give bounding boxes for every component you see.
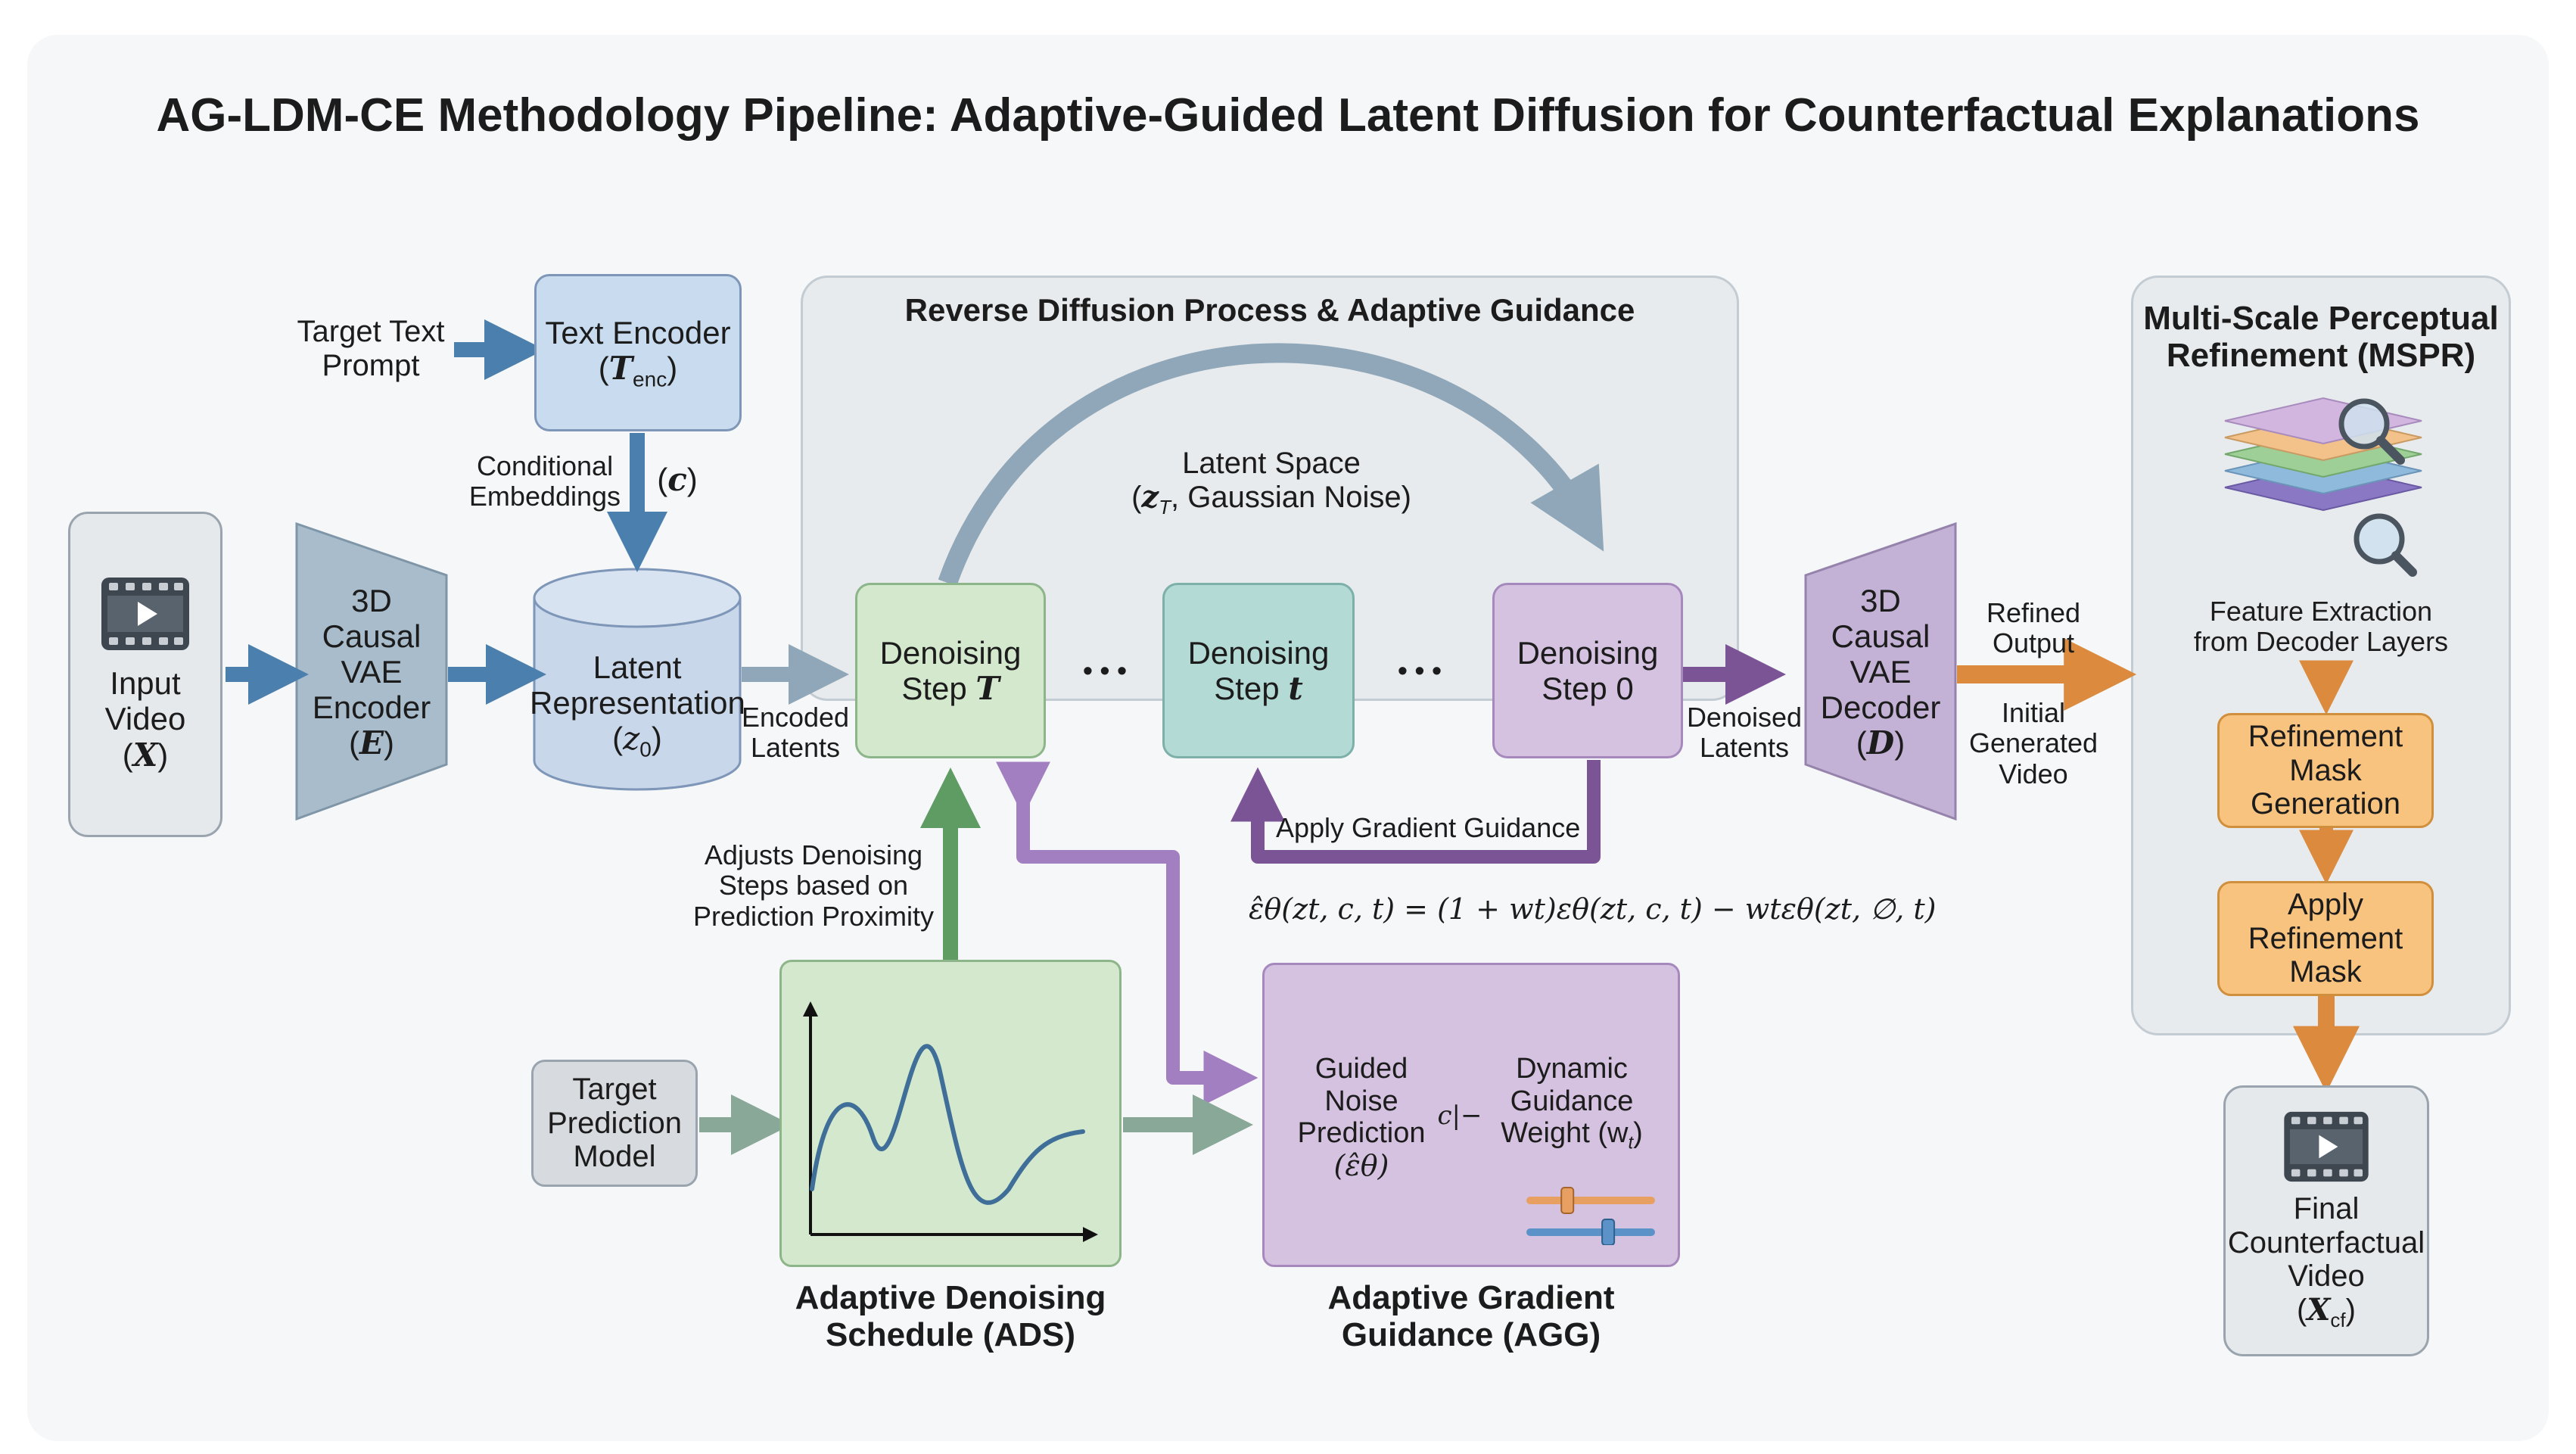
apply-gradient-guidance-label: Apply Gradient Guidance xyxy=(1276,812,1581,843)
layers-magnifier-icon xyxy=(2224,397,2422,577)
target-prediction-model-box: Target Prediction Model xyxy=(531,1060,698,1187)
denoising-step-0-box: Denoising Step 0 xyxy=(1492,583,1683,758)
arrow-latent-space-arc xyxy=(938,343,1604,587)
guidance-equation: ε̂θ(zt, c, t) = (1 + wt)εθ(zt, c, t) − w… xyxy=(1249,892,1937,926)
vae-decoder-shape xyxy=(1804,522,1957,821)
slider-2-thumb xyxy=(1601,1219,1616,1245)
refinement-mask-generation-box: Refinement Mask Generation xyxy=(2217,713,2434,828)
apply-refinement-mask-box: Apply Refinement Mask xyxy=(2217,881,2434,996)
vae-encoder-shape xyxy=(295,522,448,821)
latent-space-label: Latent Space (zT, Gaussian Noise) xyxy=(1131,447,1411,518)
slider-2-track xyxy=(1526,1228,1655,1236)
latent-cylinder-shape xyxy=(533,568,742,791)
denoising-step-T-box: Denoising Step T xyxy=(855,583,1046,758)
conditional-symbol: (c) xyxy=(657,461,698,498)
diagram-title: AG-LDM-CE Methodology Pipeline: Adaptive… xyxy=(156,89,2420,142)
denoising-step-t-box: Denoising Step t xyxy=(1162,583,1355,758)
ads-schedule-curve xyxy=(803,1001,1098,1242)
video-film-icon xyxy=(101,578,189,651)
guidance-sliders xyxy=(1526,1187,1655,1245)
ellipsis-1: • • • xyxy=(1083,655,1127,686)
slider-1-thumb xyxy=(1560,1187,1575,1214)
text-encoder-box: Text Encoder (Tenc) xyxy=(534,274,742,431)
video-film-icon xyxy=(2284,1111,2369,1182)
ads-box xyxy=(779,960,1122,1267)
ellipsis-2: • • • xyxy=(1398,655,1442,686)
agg-connector-label: c|− xyxy=(1437,1101,1482,1131)
reverse-diffusion-title: Reverse Diffusion Process & Adaptive Gui… xyxy=(904,292,1635,328)
arrow-agg-step-T-loop xyxy=(996,761,1258,1105)
slider-1-track xyxy=(1526,1197,1655,1204)
